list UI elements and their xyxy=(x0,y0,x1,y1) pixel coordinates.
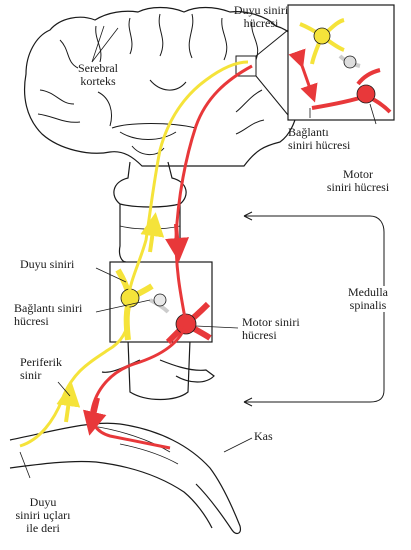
inset-connector-2 xyxy=(256,76,288,115)
spinal-sensory-label-text: Duyu siniri xyxy=(20,258,74,271)
peripheral-label-line-2: sinir xyxy=(20,369,62,382)
top-sensory-label: Duyu siniri hücresi xyxy=(228,4,294,30)
peripheral-label: Periferik sinir xyxy=(20,356,62,382)
skin-label-line-3: ile deri xyxy=(4,522,82,535)
top-motor-label: Motor siniri hücresi xyxy=(316,168,400,194)
medulla-label-line-2: spinalis xyxy=(338,299,398,312)
spinal-interneuron-label: Bağlantı siniri hücresi xyxy=(14,302,82,328)
top-interneuron-label: Bağlantı siniri hücresi xyxy=(288,126,350,152)
top-motor-label-line-2: siniri hücresi xyxy=(316,181,400,194)
cortex-label: Serebral korteks xyxy=(68,62,128,88)
skin-label: Duyu siniri uçları ile deri xyxy=(4,496,82,535)
sensory-arrow-1 xyxy=(66,394,70,422)
sensory-arrow-2 xyxy=(150,224,154,252)
medulla-label: Medulla spinalis xyxy=(338,286,398,312)
spinal-interneuron-label-line-2: hücresi xyxy=(14,315,82,328)
sensory-pathway xyxy=(20,62,248,446)
top-sensory-label-line-2: hücresi xyxy=(228,17,294,30)
top-interneuron-label-line-2: siniri hücresi xyxy=(288,139,350,152)
spinal-motor-label: Motor siniri hücresi xyxy=(242,316,300,342)
inset-connector xyxy=(256,30,288,56)
muscle-label-text: Kas xyxy=(254,430,273,443)
cortex-label-line-2: korteks xyxy=(68,75,128,88)
spinal-sensory-label: Duyu siniri xyxy=(20,258,74,271)
motor-arrow-1 xyxy=(176,224,178,250)
spinal-motor-label-line-2: hücresi xyxy=(242,329,300,342)
motor-pathway xyxy=(92,66,252,448)
muscle-label: Kas xyxy=(254,430,273,443)
